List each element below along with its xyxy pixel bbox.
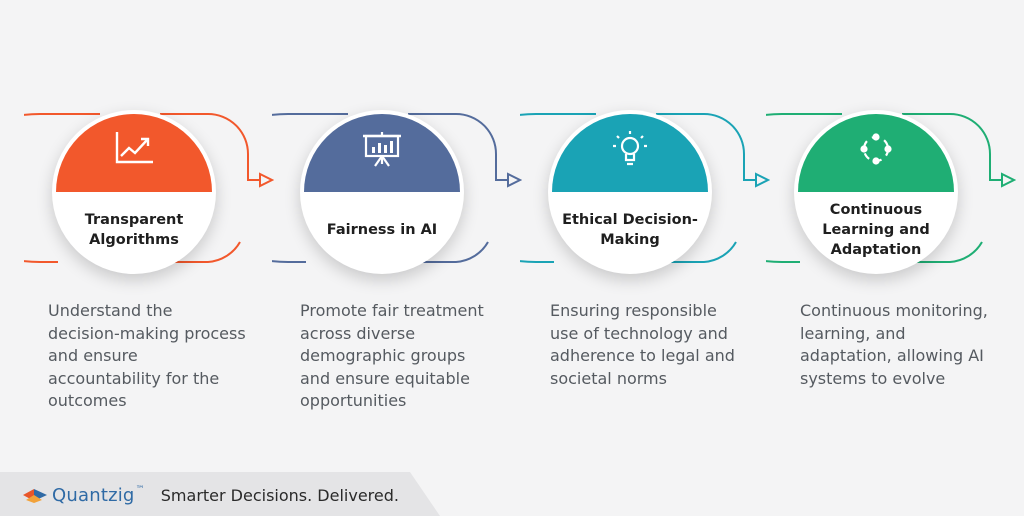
stage-2-title: Fairness in AI — [326, 222, 438, 238]
lightbulb-icon — [613, 131, 647, 166]
stage-4-description: Continuous monitoring, learning, and ada… — [800, 301, 988, 388]
stage-4-title: Continuous Learning and Adaptation — [822, 202, 930, 258]
brand-name: Quantzig™ — [52, 484, 145, 506]
quantzig-logo-icon — [23, 489, 47, 503]
presentation-board-icon — [363, 132, 401, 167]
stage-3: Ethical Decision-Making Ensuring respons… — [520, 0, 770, 440]
stage-3-description: Ensuring responsible use of technology a… — [550, 301, 735, 388]
stage-2-header — [300, 110, 464, 192]
footer-band — [0, 472, 440, 516]
stage-2-frame — [272, 113, 522, 263]
stage-3-title: Ethical Decision-Making — [562, 212, 698, 248]
stage-2: Fairness in AI Promote fair treatment ac… — [272, 0, 522, 440]
stage-4-circle: Continuous Learning and Adaptation — [794, 110, 958, 274]
stage-4-header — [794, 110, 958, 192]
line-chart-icon — [115, 132, 153, 164]
stage-1-description: Understand the decision-making process a… — [48, 301, 246, 410]
cycle-nodes-icon — [860, 133, 892, 165]
stage-2-circle: Fairness in AI — [300, 110, 464, 274]
stage-1-frame — [24, 113, 274, 263]
stage-1-title: Transparent Algorithms — [84, 212, 184, 248]
trademark: ™ — [135, 484, 145, 495]
stage-1-circle: Transparent Algorithms — [52, 110, 216, 274]
stage-2-description: Promote fair treatment across diverse de… — [300, 301, 484, 410]
footer: Quantzig™ Smarter Decisions. Delivered. — [22, 480, 399, 510]
stage-4: Continuous Learning and Adaptation Conti… — [766, 0, 1016, 440]
stage-3-frame — [520, 113, 770, 263]
tagline: Smarter Decisions. Delivered. — [160, 485, 399, 505]
stage-4-frame — [766, 113, 1016, 263]
stage-3-circle: Ethical Decision-Making — [548, 110, 712, 274]
stage-1: Transparent Algorithms Understand the de… — [24, 0, 274, 440]
